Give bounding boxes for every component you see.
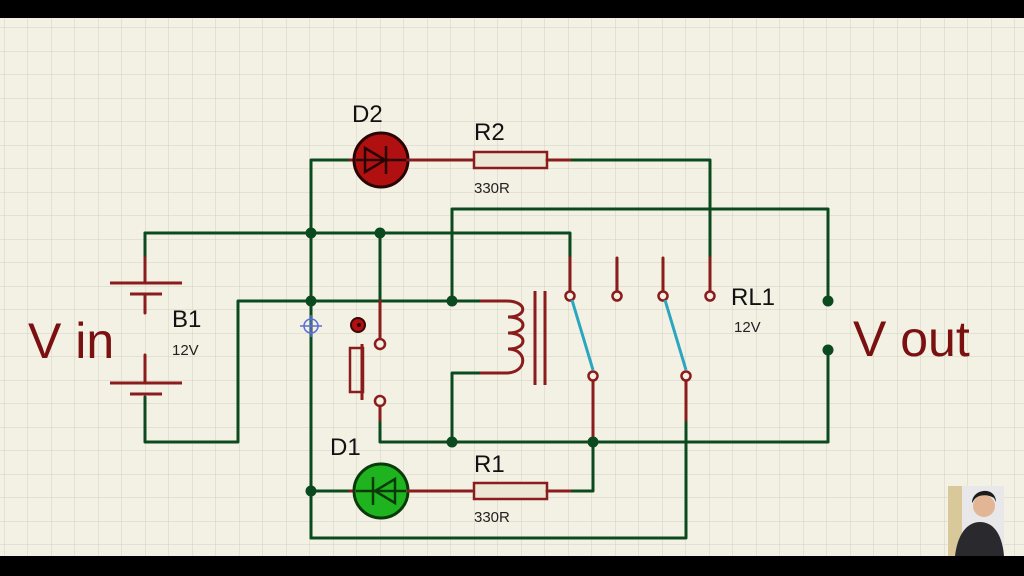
d2-ref-label: D2 <box>352 101 383 128</box>
relay-contact-1 <box>570 299 595 371</box>
resistor-r2[interactable] <box>472 150 572 170</box>
b1-value-label: 12V <box>172 342 199 359</box>
vin-label: V in <box>28 313 114 369</box>
wire-top-rail <box>143 231 572 260</box>
relay-rl1[interactable] <box>480 256 716 444</box>
r1-ref-label: R1 <box>474 451 505 478</box>
r1-value-label: 330R <box>474 509 510 526</box>
grid <box>0 18 1024 556</box>
d1-ref-label: D1 <box>330 434 361 461</box>
wire-r2-right <box>568 158 712 260</box>
crosshair-cursor-icon <box>300 315 322 337</box>
relay-coil <box>480 299 525 375</box>
junction-nodes <box>305 227 599 497</box>
wire-bottom-rail <box>378 348 830 444</box>
push-button[interactable] <box>348 299 387 422</box>
led-d1[interactable] <box>348 462 474 520</box>
r2-ref-label: R2 <box>474 119 505 146</box>
resistor-r1[interactable] <box>472 481 572 501</box>
vout-label: V out <box>853 311 970 367</box>
wire-coil-bottom <box>450 371 482 444</box>
wire-r1-right <box>568 440 595 493</box>
relay-contact-2 <box>663 299 688 371</box>
led-d2[interactable] <box>348 131 474 189</box>
vout-terminal-negative[interactable] <box>822 344 834 356</box>
wire-vout-top <box>450 207 830 303</box>
battery-b1[interactable] <box>110 256 182 396</box>
r2-value-label: 330R <box>474 180 510 197</box>
wire-bottom-loop <box>309 418 688 540</box>
b1-ref-label: B1 <box>172 306 201 333</box>
rl1-value-label: 12V <box>734 319 761 336</box>
rl1-ref-label: RL1 <box>731 284 775 311</box>
webcam-thumbnail <box>948 486 1004 556</box>
vout-terminal-positive[interactable] <box>822 295 834 307</box>
wire-d2-left <box>309 158 352 235</box>
